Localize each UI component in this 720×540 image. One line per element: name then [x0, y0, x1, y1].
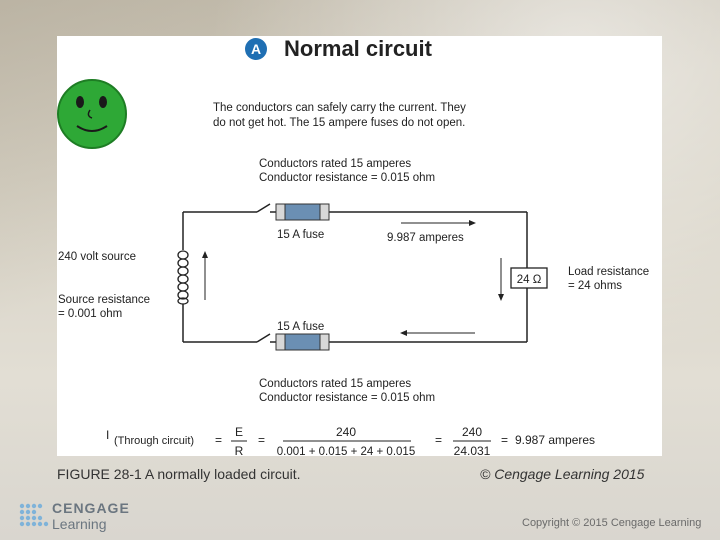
formula-equals-1: =: [215, 433, 222, 447]
ohms-law-formula: I (Through circuit) = E R = 240 0.001 + …: [106, 425, 595, 456]
formula-numerator-2: 240: [462, 425, 482, 439]
circuit-wires: [182, 203, 528, 343]
top-conductor-resistance: Conductor resistance = 0.015 ohm: [259, 172, 435, 184]
load-value: 24 Ω: [517, 274, 542, 286]
diagram-title: Normal circuit: [284, 36, 433, 61]
formula-e: E: [235, 425, 243, 439]
formula-equals-2: =: [258, 433, 265, 447]
source-coil-icon: [177, 250, 189, 305]
logo-wordmark-line-1: CENGAGE: [52, 500, 130, 516]
current-arrow-left-icon: [400, 330, 475, 336]
load-resistance-line-1: Load resistance: [568, 266, 649, 278]
circuit-diagram: A Normal circuit The conductors can safe…: [57, 36, 649, 456]
current-arrow-down-icon: [498, 258, 504, 301]
formula-result: 9.987 amperes: [515, 433, 595, 447]
figure-panel: A Normal circuit The conductors can safe…: [57, 36, 662, 456]
source-resistance-line-1: Source resistance: [58, 294, 150, 306]
current-arrow-up-icon: [202, 251, 208, 300]
current-label: 9.987 amperes: [387, 232, 464, 244]
formula-equals-4: =: [501, 433, 508, 447]
bottom-conductor-resistance: Conductor resistance = 0.015 ohm: [259, 392, 435, 404]
top-fuse-label: 15 A fuse: [277, 229, 324, 241]
smiley-face-icon: [57, 79, 127, 149]
badge-letter: A: [251, 41, 261, 57]
source-label: 240 volt source: [58, 251, 136, 263]
formula-denominator-1: 0.001 + 0.015 + 24 + 0.015: [277, 446, 415, 456]
description-line-1: The conductors can safely carry the curr…: [213, 102, 466, 114]
logo-wordmark-line-2: Learning: [52, 516, 107, 532]
description-line-2: do not get hot. The 15 ampere fuses do n…: [213, 117, 465, 129]
badge-icon: [245, 38, 267, 60]
top-conductor-rating: Conductors rated 15 amperes: [259, 158, 411, 170]
formula-through-circuit: (Through circuit): [114, 435, 194, 447]
formula-equals-3: =: [435, 433, 442, 447]
formula-r: R: [235, 444, 244, 456]
bottom-fuse-icon: [275, 333, 330, 351]
footer-copyright: Copyright © 2015 Cengage Learning: [522, 517, 702, 529]
figure-copyright: © Cengage Learning 2015: [480, 466, 645, 482]
formula-numerator-1: 240: [336, 425, 356, 439]
current-arrow-right-icon: [401, 220, 476, 226]
bottom-conductor-rating: Conductors rated 15 amperes: [259, 378, 411, 390]
cengage-logo-icon: [19, 503, 49, 527]
formula-i: I: [106, 428, 109, 442]
figure-caption: FIGURE 28-1 A normally loaded circuit.: [57, 466, 301, 482]
load-resistance-line-2: = 24 ohms: [568, 280, 622, 292]
bottom-fuse-label: 15 A fuse: [277, 321, 324, 333]
top-fuse-icon: [275, 203, 330, 221]
formula-denominator-2: 24.031: [454, 444, 491, 456]
source-resistance-line-2: = 0.001 ohm: [58, 308, 122, 320]
load-resistor-icon: [510, 267, 548, 289]
